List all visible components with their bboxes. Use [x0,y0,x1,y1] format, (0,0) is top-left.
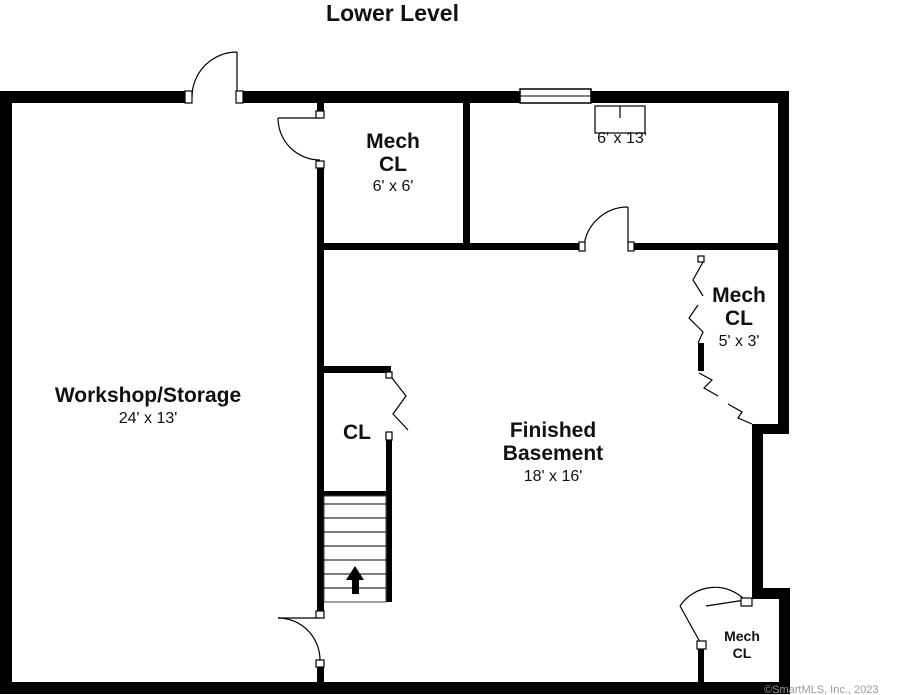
exterior-walls [0,91,790,694]
plan-title: Lower Level [326,0,459,26]
mech-cl-bottom-name-1: Mech [724,628,760,644]
window [519,88,592,104]
mech-cl-top-door [277,110,325,169]
exterior-door [184,51,244,104]
copyright-watermark: ©SmartMLS, Inc., 2023 [764,684,879,695]
doors [184,51,753,668]
mech-cl-top-name-2: CL [379,153,407,176]
top-right-room-dims: 6' x 13' [597,130,647,147]
finished-basement-name-1: Finished [510,419,596,442]
mech-cl-top-dims: 6' x 6' [373,178,414,195]
mech-cl-right-bifold-door [688,255,753,425]
mech-cl-right-name-1: Mech [712,284,766,307]
sink-fixture [594,105,646,134]
top-room-door [578,206,635,252]
up-arrow-icon [346,566,364,594]
finished-basement-dims: 18' x 16' [524,468,583,485]
mech-cl-top-name-1: Mech [366,130,420,153]
finished-basement-name-2: Basement [503,442,603,465]
workshop-dims: 24' x 13' [119,410,178,427]
basement-entry-door [277,610,325,668]
closet-name: CL [343,421,371,444]
interior-walls [317,103,778,682]
mech-cl-right-dims: 5' x 3' [719,333,760,350]
mech-cl-bottom-name-2: CL [733,645,752,661]
closet-bifold-door [385,371,409,441]
mech-cl-right-name-2: CL [725,307,753,330]
mech-cl-bottom-door [679,586,753,650]
workshop-name: Workshop/Storage [55,384,241,407]
